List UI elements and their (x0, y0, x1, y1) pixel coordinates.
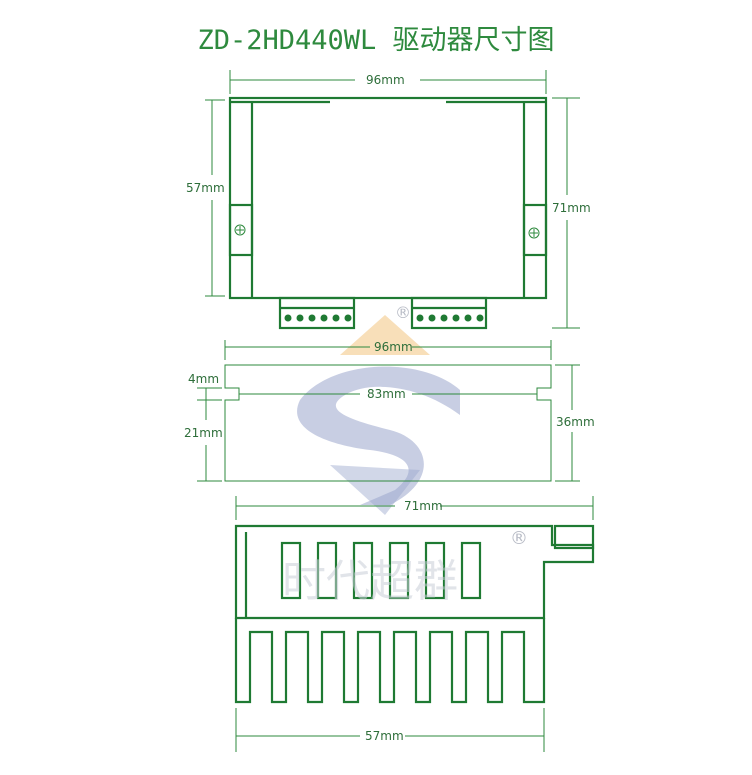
top-view: 96mm 57mm 71mm (186, 70, 591, 330)
connector-right-pins (416, 314, 484, 322)
inner-width-label: 83mm (367, 387, 406, 401)
side-view-outline (224, 364, 552, 482)
lower-height-label: 21mm (184, 426, 223, 440)
left-mount-tab (228, 203, 254, 257)
slot-label: 4mm (188, 372, 219, 386)
side-tab (553, 524, 595, 550)
watermark-logo: ® (297, 303, 460, 515)
end-top-label: 71mm (404, 499, 443, 513)
side-height-label: 36mm (556, 415, 595, 429)
end-bottom-label: 57mm (365, 729, 404, 743)
connector-left-pins (284, 314, 352, 322)
connector-right (410, 296, 488, 330)
watermark-s-shape (297, 366, 460, 505)
top-view-outline (228, 96, 548, 300)
vent-slots (280, 541, 482, 600)
watermark-bottom-triangle (330, 465, 420, 515)
registered-mark-top: ® (395, 303, 411, 322)
watermark-triangle (340, 315, 430, 355)
connector-left (278, 296, 356, 330)
end-view: 71mm 57mm (234, 496, 595, 752)
right-height-label: 71mm (552, 201, 591, 215)
watermark-text: 时代超群 (282, 556, 458, 607)
heatsink-body (234, 524, 595, 620)
left-height-label: 57mm (186, 181, 225, 195)
top-width-label: 96mm (366, 73, 405, 87)
right-mount-tab (522, 203, 548, 257)
heatsink-fins (234, 618, 546, 704)
side-view: 96mm 83mm 4mm 21mm 36mm (184, 340, 595, 482)
registered-mark: ® (510, 528, 528, 549)
left-screw-icon (234, 224, 246, 236)
right-screw-icon (528, 227, 540, 239)
side-width-label: 96mm (374, 340, 413, 354)
page-title: ZD-2HD440WL 驱动器尺寸图 (197, 25, 555, 56)
